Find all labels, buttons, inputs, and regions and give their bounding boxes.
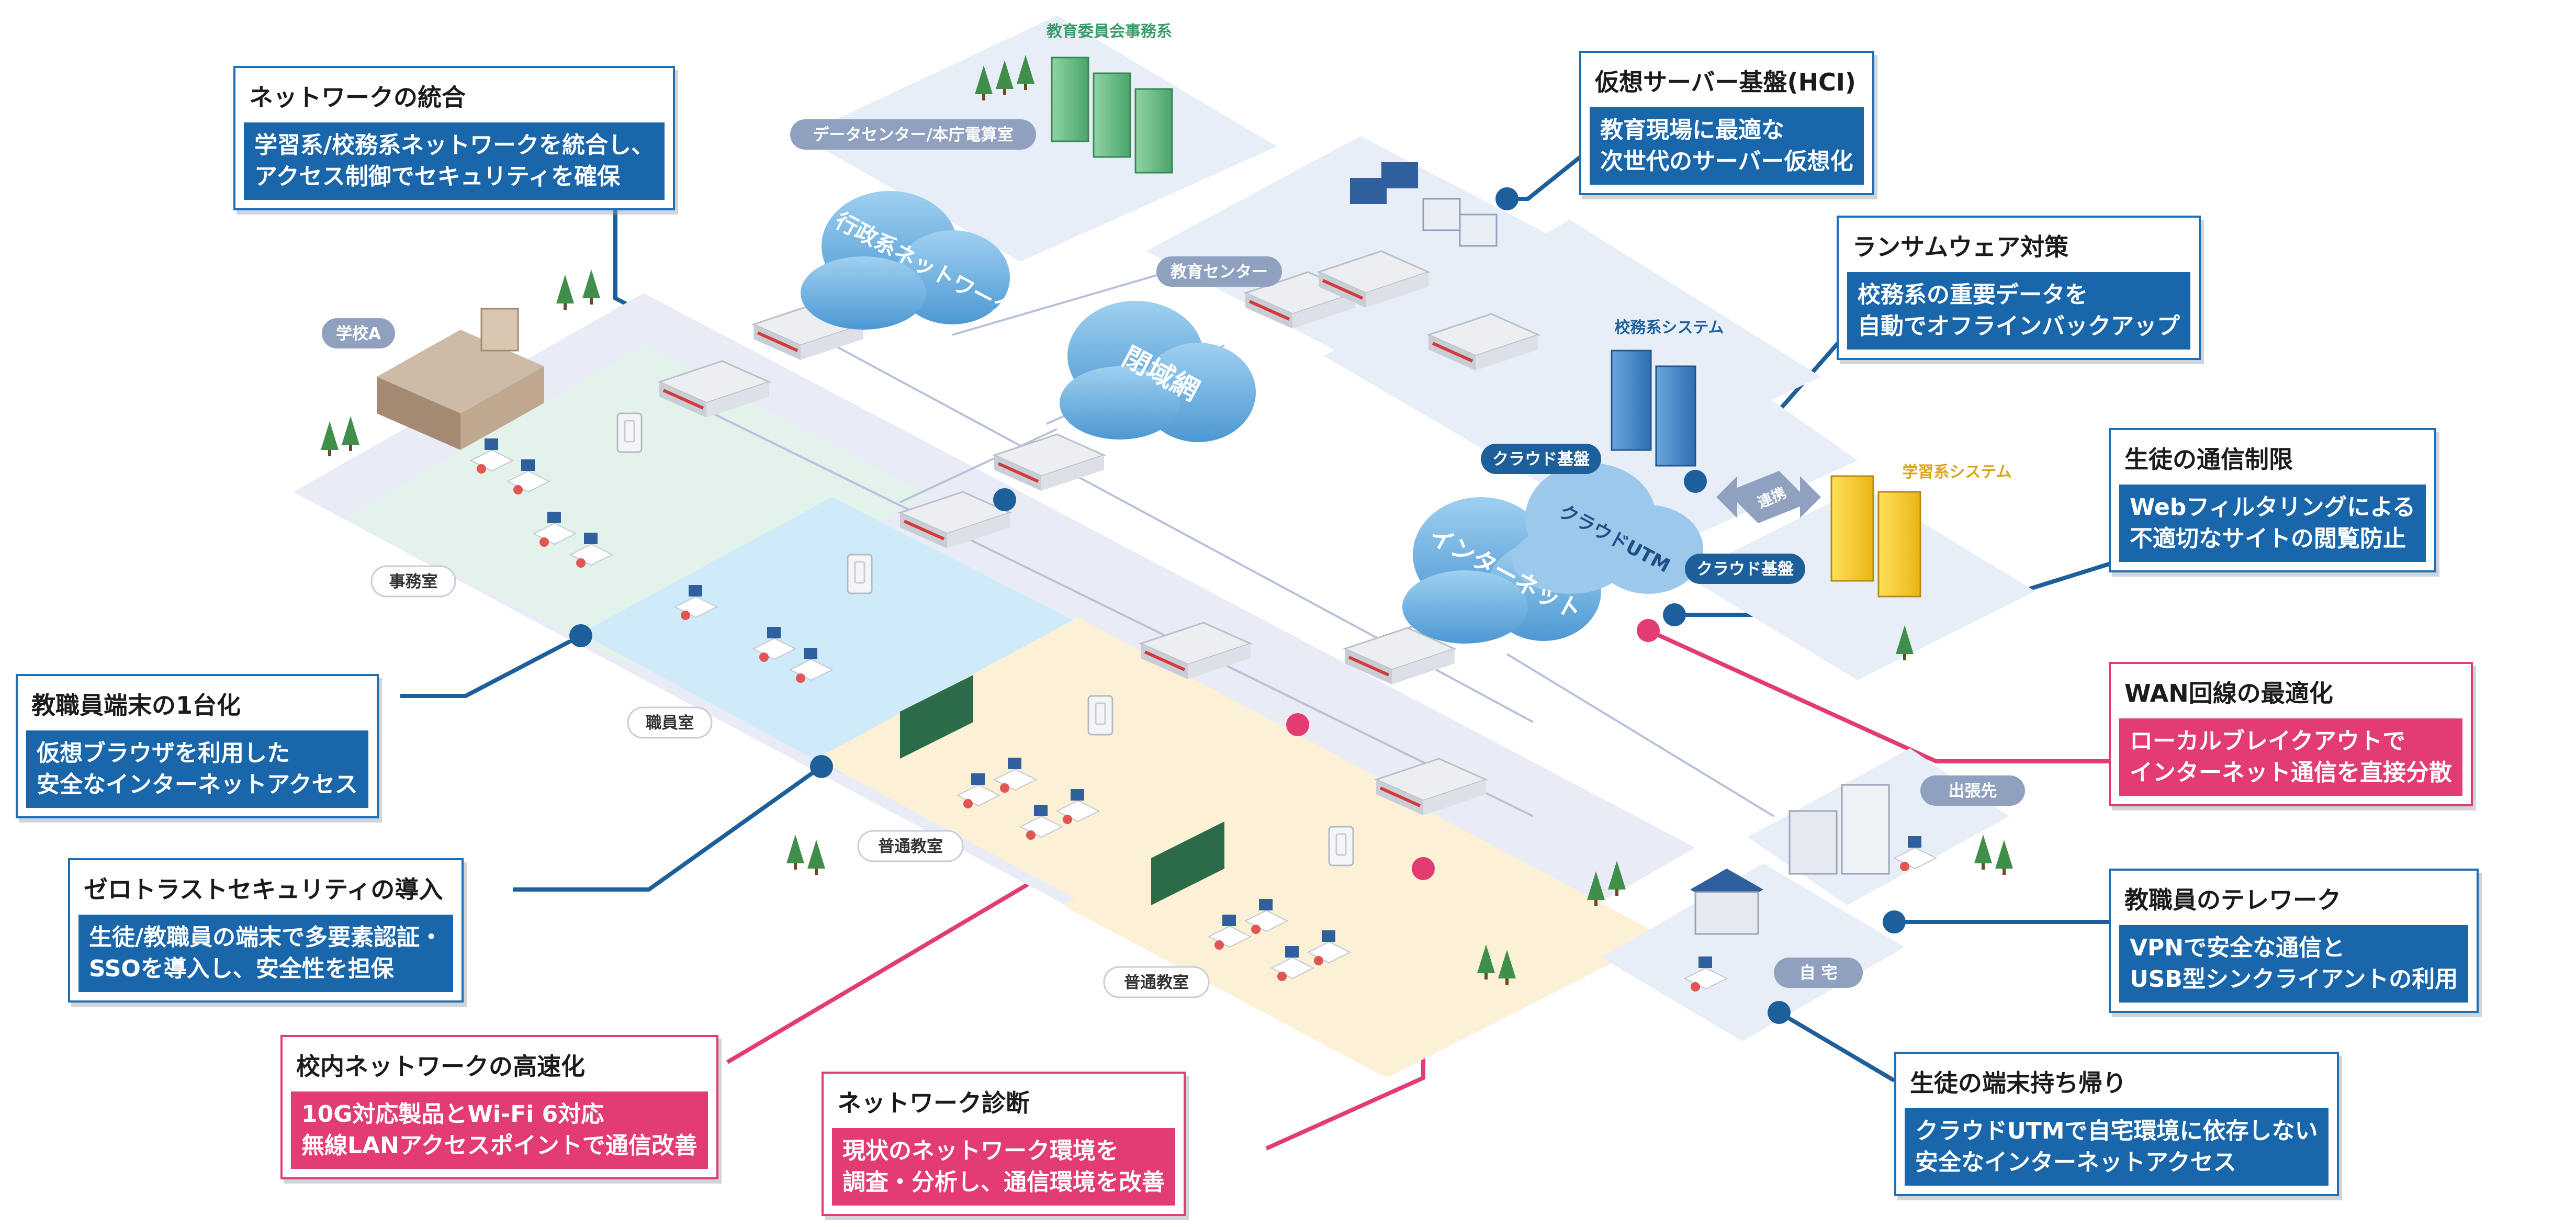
callout-line: クラウドUTMで自宅環境に依存しない (1915, 1118, 2318, 1144)
callout-line: 10G対応製品とWi-Fi 6対応 (301, 1101, 604, 1128)
callout-body: 仮想ブラウザを利用した 安全なインターネットアクセス (26, 730, 368, 808)
callout-title: 生徒の通信制限 (2124, 445, 2293, 474)
callout-line: 調査・分析し、通信環境を改善 (842, 1169, 1165, 1196)
callout-take-home: 生徒の端末持ち帰り クラウドUTMで自宅環境に依存しない 安全なインターネットア… (1894, 1052, 2339, 1196)
callout-title: 校内ネットワークの高速化 (296, 1052, 585, 1080)
classroom2-label: 普通教室 (1124, 973, 1189, 992)
callout-line: 次世代のサーバー仮想化 (1600, 148, 1853, 175)
callout-line: 生徒/教職員の端末で多要素認証・ (89, 924, 443, 951)
callout-ransomware: ランサムウェア対策 校務系の重要データを 自動でオフラインバックアップ (1837, 216, 2201, 360)
callout-line: VPNで安全な通信と (2130, 935, 2345, 961)
callout-body: 生徒/教職員の端末で多要素認証・ SSOを導入し、安全性を担保 (78, 915, 454, 992)
home-house (1684, 869, 1763, 992)
server-racks-yellow (1830, 475, 1921, 598)
place-labels: 教育委員会事務系 データセンター/本庁電算室 教育センター 学校A 事務室 職員… (322, 22, 2025, 998)
school-a-label: 学校A (336, 324, 381, 343)
callout-line: 仮想ブラウザを利用した (37, 740, 290, 767)
callout-line: USB型シンクライアントの利用 (2130, 966, 2458, 993)
edu-office-label: 教育委員会事務系 (1047, 22, 1172, 41)
datacenter-label: データセンター/本庁電算室 (813, 126, 1013, 144)
callout-line: SSOを導入し、安全性を担保 (89, 955, 394, 982)
callout-network-integration: ネットワークの統合 学習系/校務系ネットワークを統合し、 アクセス制御でセキュリ… (233, 66, 676, 210)
edu-center-equipment (1350, 162, 1498, 247)
callout-body: 現状のネットワーク環境を 調査・分析し、通信環境を改善 (832, 1128, 1175, 1206)
callout-title: WAN回線の最適化 (2124, 679, 2333, 707)
office-room-label: 事務室 (389, 572, 438, 591)
callout-line: ローカルブレイクアウトで (2130, 728, 2406, 755)
school-building (377, 308, 544, 450)
callout-body: 校務系の重要データを 自動でオフラインバックアップ (1847, 272, 2190, 350)
cloud-base2-label: クラウド基盤 (1696, 560, 1794, 579)
callout-line: 現状のネットワーク環境を (842, 1138, 1119, 1164)
callout-title: ネットワーク診断 (837, 1089, 1030, 1117)
callout-body: クラウドUTMで自宅環境に依存しない 安全なインターネットアクセス (1905, 1108, 2328, 1186)
callout-title: 教職員端末の1台化 (31, 691, 241, 719)
cloud-utm (1512, 463, 1703, 594)
callout-line: 自動でオフラインバックアップ (1858, 313, 2180, 340)
server-racks-green (1051, 57, 1173, 174)
callout-line: 安全なインターネットアクセス (1915, 1149, 2236, 1176)
callout-line: 安全なインターネットアクセス (37, 771, 358, 798)
callout-body: 学習系/校務系ネットワークを統合し、 アクセス制御でセキュリティを確保 (244, 122, 665, 200)
callout-title: ランサムウェア対策 (1852, 233, 2069, 261)
callout-line: アクセス制御でセキュリティを確保 (254, 163, 621, 190)
callout-title: ネットワークの統合 (249, 83, 466, 111)
cloud-gyosei (801, 191, 1010, 330)
callout-device-unify: 教職員端末の1台化 仮想ブラウザを利用した 安全なインターネットアクセス (16, 674, 379, 818)
callout-hci: 仮想サーバー基盤(HCI) 教育現場に最適な 次世代のサーバー仮想化 (1579, 51, 1874, 195)
callout-title: 生徒の端末持ち帰り (1910, 1069, 2127, 1097)
callout-zero-trust: ゼロトラストセキュリティの導入 生徒/教職員の端末で多要素認証・ SSOを導入し… (68, 858, 464, 1003)
link-arrow (1716, 471, 1821, 523)
callout-title: ゼロトラストセキュリティの導入 (84, 875, 443, 904)
staff-room-label: 職員室 (646, 714, 694, 733)
callout-wan: WAN回線の最適化 ローカルブレイクアウトで インターネット通信を直接分散 (2109, 662, 2473, 806)
callout-line: 無線LANアクセスポイントで通信改善 (301, 1132, 698, 1159)
cloud-base1-label: クラウド基盤 (1492, 450, 1590, 469)
callout-speedup: 校内ネットワークの高速化 10G対応製品とWi-Fi 6対応 無線LANアクセス… (280, 1035, 718, 1179)
home-label: 自 宅 (1799, 964, 1838, 983)
callout-line: 学習系/校務系ネットワークを統合し、 (254, 132, 655, 159)
callout-line: 不適切なサイトの閲覧防止 (2130, 525, 2406, 552)
callout-body: VPNで安全な通信と USB型シンクライアントの利用 (2119, 925, 2469, 1003)
connector-dots (569, 187, 1906, 1024)
learning-system-label: 学習系システム (1902, 463, 2011, 481)
callout-line: Webフィルタリングによる (2130, 494, 2416, 521)
callout-body: 教育現場に最適な 次世代のサーバー仮想化 (1590, 107, 1864, 185)
callout-telework: 教職員のテレワーク VPNで安全な通信と USB型シンクライアントの利用 (2109, 869, 2479, 1013)
admin-system-label: 校務系システム (1614, 319, 1724, 337)
callout-title: 教職員のテレワーク (2124, 886, 2341, 914)
callout-student-restriction: 生徒の通信制限 Webフィルタリングによる 不適切なサイトの閲覧防止 (2109, 428, 2437, 572)
classroom1-label: 普通教室 (878, 837, 943, 856)
edu-center-label: 教育センター (1171, 263, 1268, 282)
server-racks-blue (1611, 350, 1696, 467)
callout-body: ローカルブレイクアウトで インターネット通信を直接分散 (2119, 718, 2462, 796)
trip-label: 出張先 (1949, 782, 1997, 801)
callout-line: 教育現場に最適な (1600, 117, 1784, 143)
remote-trip-building (1788, 784, 1937, 875)
cloud-heiiki (1060, 301, 1256, 442)
callout-title: 仮想サーバー基盤(HCI) (1595, 68, 1856, 96)
callout-body: 10G対応製品とWi-Fi 6対応 無線LANアクセスポイントで通信改善 (291, 1091, 708, 1169)
blackboards (900, 675, 1224, 905)
callout-diagnosis: ネットワーク診断 現状のネットワーク環境を 調査・分析し、通信環境を改善 (822, 1072, 1186, 1216)
callout-line: 校務系の重要データを (1858, 282, 2088, 308)
callout-body: Webフィルタリングによる 不適切なサイトの閲覧防止 (2119, 485, 2426, 562)
callout-line: インターネット通信を直接分散 (2130, 759, 2452, 786)
